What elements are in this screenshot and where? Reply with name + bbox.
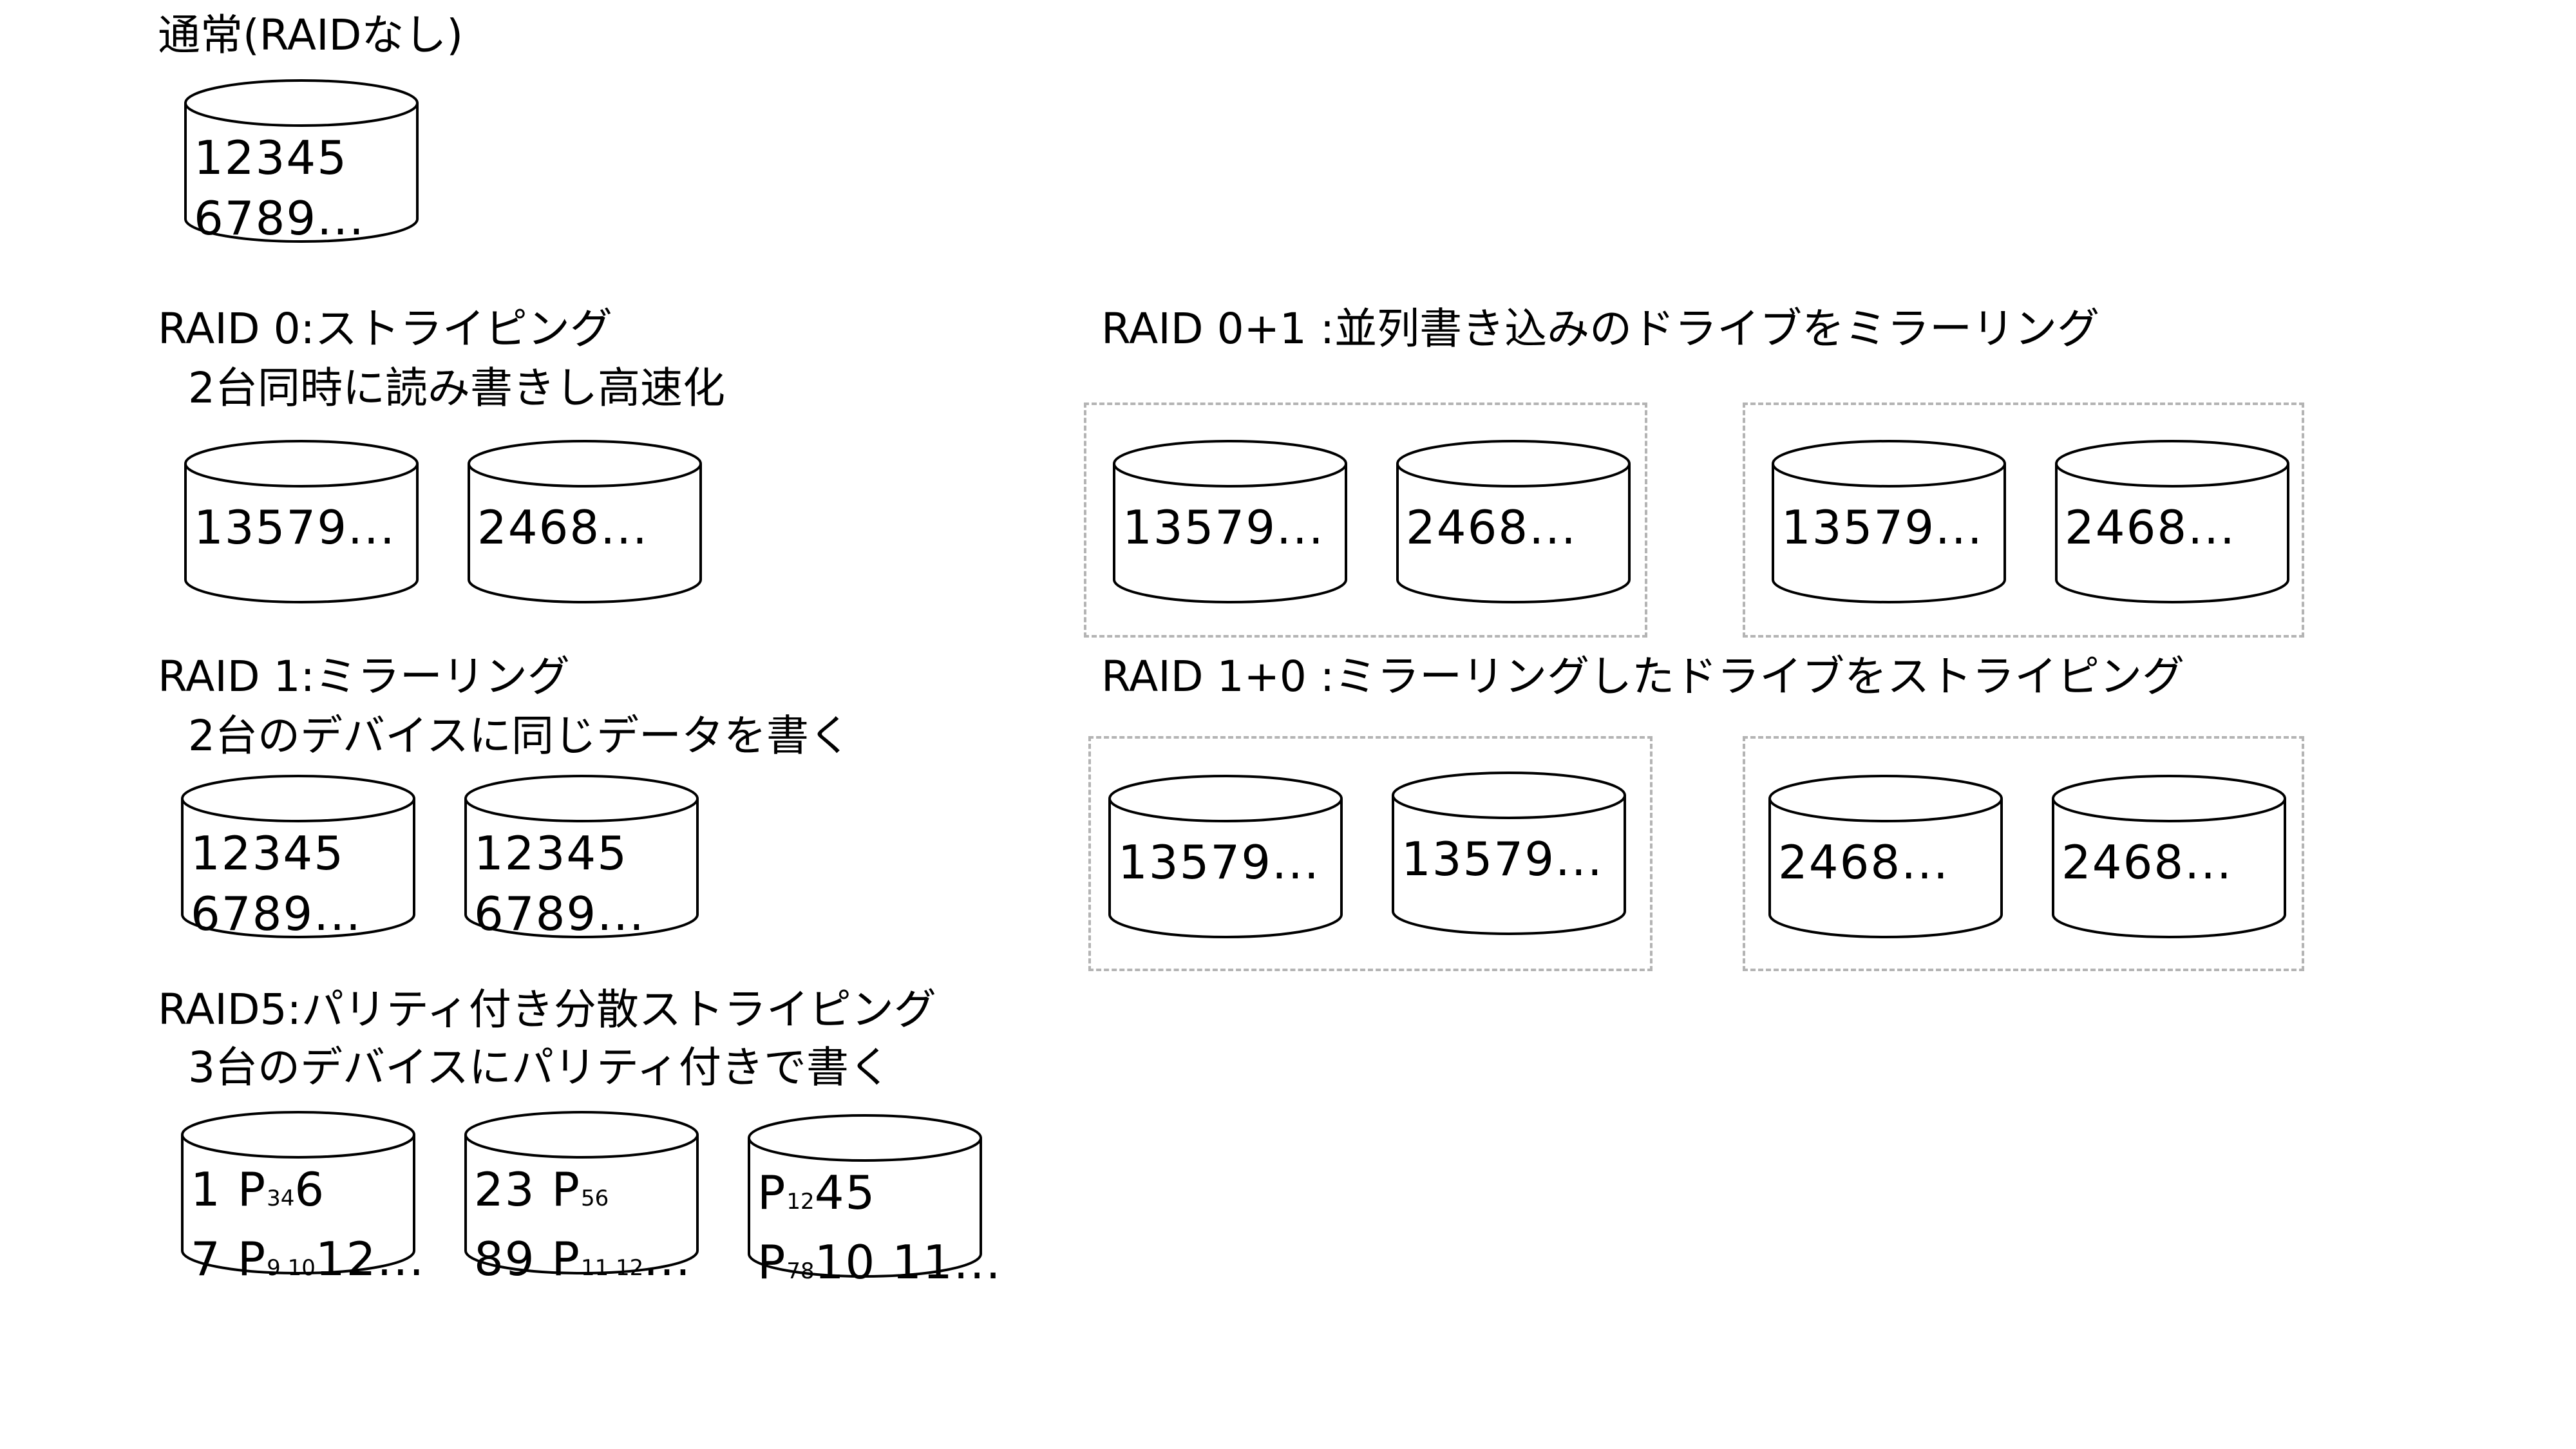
disk-line-2: 6789... <box>194 191 365 245</box>
disk-line-1: 13579... <box>1401 832 1604 886</box>
data-block: ... <box>643 1232 692 1286</box>
disk-contents: 13579... <box>194 497 415 558</box>
disk-contents: P1245 P7810 11... <box>757 1162 1000 1302</box>
raid0-description: 2台同時に読み書きし高速化 <box>188 363 725 413</box>
disk-line-2: P7810 11... <box>757 1232 1000 1302</box>
disk-contents: 2468... <box>1778 832 2000 893</box>
disk-raid10-g2-2: 2468... <box>2050 773 2288 940</box>
raid10-group-2 <box>1743 736 2304 971</box>
disk-contents: 13579... <box>1781 497 2003 558</box>
disk-raid5-1: 1 P346 7 P9 1012... <box>179 1109 424 1286</box>
disk-line-2: 6789... <box>474 887 645 941</box>
disk-line-1: 12345 <box>191 826 345 880</box>
parity-index: 34 <box>267 1186 295 1211</box>
parity-label: P <box>757 1166 787 1220</box>
disk-line-1: 2468... <box>2065 500 2236 554</box>
data-block: 1 <box>191 1162 238 1217</box>
disk-raid10-g2-1: 2468... <box>1766 773 2005 940</box>
data-block: 6 <box>294 1162 326 1217</box>
disk-raid5-2: 23 P56 89 P11 12... <box>462 1109 701 1286</box>
disk-contents: 2468... <box>2065 497 2286 558</box>
parity-index: 12 <box>786 1189 815 1215</box>
disk-raid5-3: P1245 P7810 11... <box>746 1112 1000 1289</box>
parity-index: 78 <box>786 1258 815 1284</box>
disk-line-1: 13579... <box>1122 500 1325 554</box>
disk-contents: 2468... <box>477 497 699 558</box>
data-block: 7 <box>191 1232 238 1286</box>
disk-raid01-g2-1: 13579... <box>1770 438 2008 605</box>
disk-line-1: P1245 <box>757 1162 979 1232</box>
data-block: 10 11... <box>814 1235 1002 1289</box>
disk-contents: 13579... <box>1118 832 1340 893</box>
parity-index: 11 12 <box>580 1255 644 1281</box>
disk-line-2: 7 P9 1012... <box>191 1229 424 1298</box>
disk-raid10-g1-2: 13579... <box>1390 770 1628 937</box>
disk-contents: 13579... <box>1122 497 1344 558</box>
disk-line-2: 89 P11 12... <box>474 1229 696 1298</box>
disk-raid01-g2-2: 2468... <box>2053 438 2291 605</box>
parity-label: P <box>237 1232 267 1286</box>
raid0-title: RAID 0:ストライピング <box>158 304 612 354</box>
disk-line-1: 13579... <box>194 500 396 554</box>
disk-raid0-2: 2468... <box>466 438 704 605</box>
raid01-title: RAID 0+1 :並列書き込みのドライブをミラーリング <box>1101 304 2100 354</box>
disk-raid0-1: 13579... <box>182 438 421 605</box>
data-block: 45 <box>814 1166 876 1220</box>
disk-contents: 2468... <box>1406 497 1627 558</box>
raid5-description: 3台のデバイスにパリティ付きで書く <box>188 1043 892 1092</box>
disk-line-1: 13579... <box>1118 835 1320 889</box>
disk-line-1: 12345 <box>194 131 348 185</box>
disk-line-1: 2468... <box>1778 835 1949 889</box>
parity-label: P <box>757 1235 787 1289</box>
disk-line-2: 6789... <box>191 887 362 941</box>
normal-title: 通常(RAIDなし) <box>158 10 464 60</box>
disk-contents: 12345 6789... <box>191 823 412 944</box>
disk-line-1: 2468... <box>1406 500 1577 554</box>
disk-raid10-g1-1: 13579... <box>1106 773 1345 940</box>
disk-contents: 12345 6789... <box>474 823 696 944</box>
data-block: 12... <box>315 1232 426 1286</box>
parity-label: P <box>551 1232 581 1286</box>
disk-raid1-2: 12345 6789... <box>462 773 701 941</box>
raid01-group-1 <box>1084 402 1647 638</box>
disk-line-1: 12345 <box>474 826 629 880</box>
disk-contents: 2468... <box>2061 832 2283 893</box>
parity-label: P <box>551 1162 581 1217</box>
data-block: 89 <box>474 1232 552 1286</box>
parity-index: 56 <box>580 1186 609 1211</box>
raid5-title: RAID5:パリティ付き分散ストライピング <box>158 985 936 1034</box>
disk-line-1: 23 P56 <box>474 1159 696 1229</box>
disk-line-1: 13579... <box>1781 500 1984 554</box>
disk-contents: 12345 6789... <box>194 128 415 249</box>
data-block: 23 <box>474 1162 552 1217</box>
disk-raid01-g1-2: 2468... <box>1394 438 1633 605</box>
disk-contents: 1 P346 7 P9 1012... <box>191 1159 424 1298</box>
disk-contents: 13579... <box>1401 829 1623 889</box>
disk-line-1: 2468... <box>2061 835 2233 889</box>
parity-label: P <box>237 1162 267 1217</box>
disk-line-1: 1 P346 <box>191 1159 412 1229</box>
raid10-title: RAID 1+0 :ミラーリングしたドライブをストライピング <box>1101 652 2185 701</box>
raid01-group-2 <box>1743 402 2304 638</box>
disk-contents: 23 P56 89 P11 12... <box>474 1159 696 1298</box>
disk-raid1-1: 12345 6789... <box>179 773 417 941</box>
raid1-title: RAID 1:ミラーリング <box>158 652 570 701</box>
disk-normal: 12345 6789... <box>182 77 421 245</box>
raid1-description: 2台のデバイスに同じデータを書く <box>188 711 852 761</box>
disk-raid01-g1-1: 13579... <box>1111 438 1349 605</box>
raid10-group-1 <box>1088 736 1653 971</box>
disk-line-1: 2468... <box>477 500 649 554</box>
parity-index: 9 10 <box>267 1255 316 1281</box>
